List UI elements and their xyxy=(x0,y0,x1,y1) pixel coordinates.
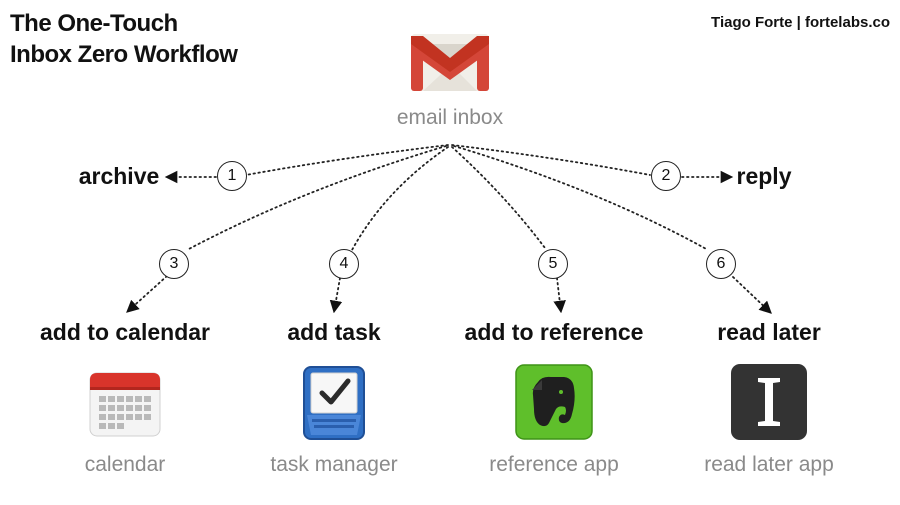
tool-label-reference-app: reference app xyxy=(489,453,619,476)
connector-read-later-arrow xyxy=(732,276,772,314)
source-label: email inbox xyxy=(396,106,504,129)
connector-task-arrow xyxy=(329,277,343,314)
action-label-read-later: read later xyxy=(717,319,821,345)
action-label-task: add task xyxy=(287,319,381,345)
tool-label-calendar: calendar xyxy=(84,453,166,476)
diagram-title: The One-Touch Inbox Zero Workflow xyxy=(10,8,238,70)
connector-reference-arrow xyxy=(553,277,566,314)
title-line-2: Inbox Zero Workflow xyxy=(10,41,238,68)
connector-archive xyxy=(245,144,449,176)
action-label-calendar: add to calendar xyxy=(40,319,210,345)
author-credit: Tiago Forte | fortelabs.co xyxy=(711,14,890,31)
task-tray-icon xyxy=(303,366,365,440)
connector-reference xyxy=(451,146,546,249)
connector-task xyxy=(351,146,449,251)
gmail-icon xyxy=(411,34,489,91)
connector-calendar xyxy=(186,145,447,251)
instapaper-icon xyxy=(731,364,807,440)
action-label-archive: archive xyxy=(78,163,160,189)
step-badge-6: 6 xyxy=(706,249,736,279)
connector-read-later xyxy=(453,145,709,251)
evernote-elephant-icon xyxy=(515,364,593,440)
connector-calendar-arrow xyxy=(126,275,168,313)
action-label-reference: add to reference xyxy=(464,319,644,345)
tool-label-task-manager: task manager xyxy=(270,453,398,476)
connector-reply xyxy=(451,144,651,176)
step-badge-3: 3 xyxy=(159,249,189,279)
step-badge-2: 2 xyxy=(651,161,681,191)
title-line-1: The One-Touch xyxy=(10,10,178,37)
step-badge-5: 5 xyxy=(538,249,568,279)
tool-label-read-later-app: read later app xyxy=(704,453,834,476)
action-label-reply: reply xyxy=(736,163,792,189)
step-badge-4: 4 xyxy=(329,249,359,279)
step-badge-1: 1 xyxy=(217,161,247,191)
calendar-icon xyxy=(89,372,161,437)
